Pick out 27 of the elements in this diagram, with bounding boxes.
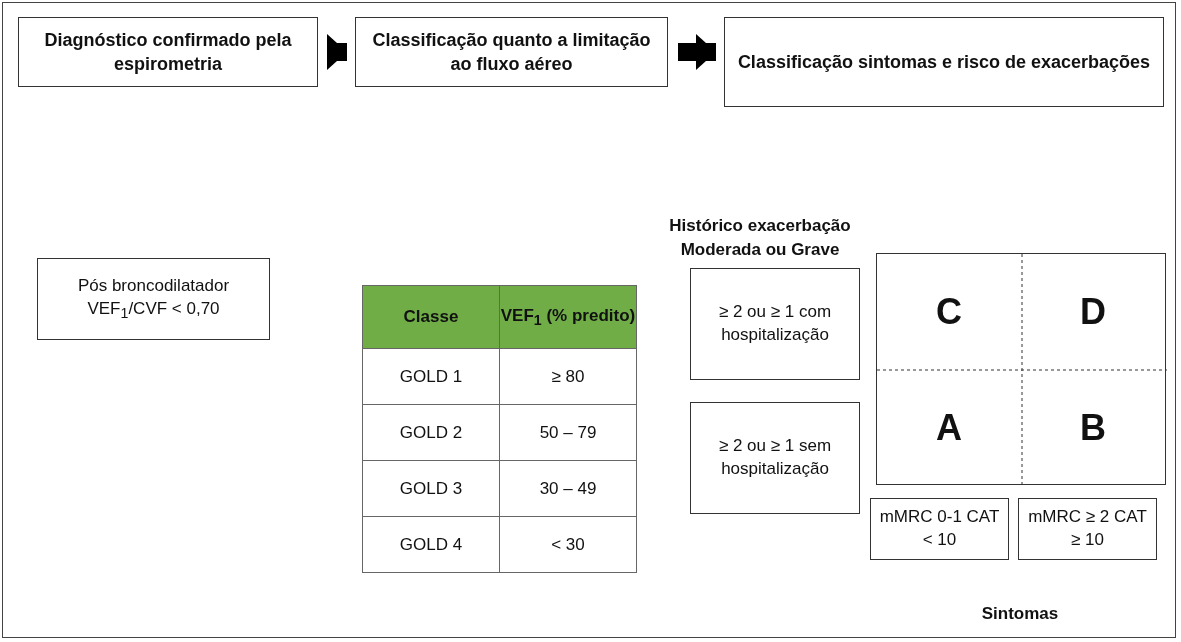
table-entry: 30 – 49 [499,460,637,517]
table-entry: GOLD 3 [362,460,500,517]
axis-title: Sintomas [980,603,1060,625]
info-box: Pós broncodilatador VEF$_{1}$/CVF < 0,70 [37,258,270,340]
table-entry: GOLD 4 [362,516,500,573]
process-box: Diagnóstico confirmado pela espirometria [18,17,318,87]
quadrant-letter: A [929,403,969,453]
quadrant-letter: B [1073,403,1113,453]
table-entry: < 30 [499,516,637,573]
table-entry: 50 – 79 [499,404,637,461]
process-box: Classificação quanto a limitação ao fluxo aéreo [355,17,668,87]
quadrant-letter: C [929,287,969,337]
axis-title: Histórico exacerbação Moderada ou Grave [668,215,852,261]
info-box: ≥ 2 ou ≥ 1 sem hospitalização [690,402,860,514]
block-arrow [678,34,716,70]
quadrant-grid [876,253,1166,485]
process-box: Classificação sintomas e risco de exacerbações [724,17,1164,107]
info-box: ≥ 2 ou ≥ 1 com hospitalização [690,268,860,380]
info-box: mMRC ≥ 2 CAT ≥ 10 [1018,498,1157,560]
table-header: Classe [362,285,500,349]
table-entry: GOLD 1 [362,348,500,405]
quadrant-letter: D [1073,287,1113,337]
block-arrow [327,34,347,70]
table-entry: ≥ 80 [499,348,637,405]
table-entry: GOLD 2 [362,404,500,461]
info-box: mMRC 0-1 CAT < 10 [870,498,1009,560]
table-header: VEF$_{1}$ (% predito) [499,285,637,349]
